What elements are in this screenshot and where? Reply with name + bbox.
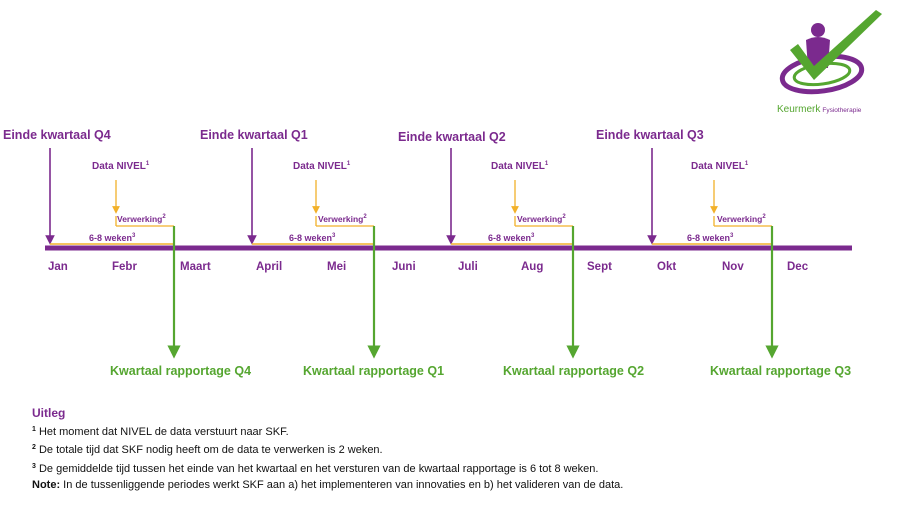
quarter-end-label-q1: Einde kwartaal Q1 xyxy=(200,128,308,142)
logo-brand: Keurmerk xyxy=(777,104,821,115)
month-aug: Aug xyxy=(521,261,544,273)
quarter-end-label-q3: Einde kwartaal Q3 xyxy=(596,128,704,142)
weeks-label-q4: 6-8 weken3 xyxy=(89,233,136,243)
legend-item-1: 1 Het moment dat NIVEL de data verstuurt… xyxy=(32,425,289,438)
legend-item-3: 3 De gemiddelde tijd tussen het einde va… xyxy=(32,462,599,475)
month-mei: Mei xyxy=(327,261,347,273)
quarter-end-label-q2: Einde kwartaal Q2 xyxy=(398,130,506,144)
nivel-label-q2: Data NIVEL1 xyxy=(491,161,549,172)
month-april: April xyxy=(256,261,283,273)
legend-title: Uitleg xyxy=(32,406,66,420)
month-juni: Juni xyxy=(392,261,416,273)
legend-note: Note: In de tussenliggende periodes werk… xyxy=(32,479,624,491)
month-juli: Juli xyxy=(458,261,478,273)
report-label-q4: Kwartaal rapportage Q4 xyxy=(110,364,252,378)
processing-label-q3: Verwerking2 xyxy=(717,214,766,224)
legend: Uitleg 1 Het moment dat NIVEL de data ve… xyxy=(32,405,623,494)
month-okt: Okt xyxy=(657,261,677,273)
nivel-label-q1: Data NIVEL1 xyxy=(293,161,351,172)
month-sept: Sept xyxy=(587,261,612,273)
report-label-q3: Kwartaal rapportage Q3 xyxy=(710,364,852,378)
weeks-label-q3: 6-8 weken3 xyxy=(687,233,734,243)
logo-subtitle: Fysiotherapie xyxy=(822,107,862,114)
logo-figure-head xyxy=(811,23,825,37)
nivel-label-q4: Data NIVEL1 xyxy=(92,161,150,172)
weeks-label-q2: 6-8 weken3 xyxy=(488,233,535,243)
month-dec: Dec xyxy=(787,261,809,273)
processing-label-q1: Verwerking2 xyxy=(318,214,367,224)
month-nov: Nov xyxy=(722,261,744,273)
report-label-q1: Kwartaal rapportage Q1 xyxy=(303,364,445,378)
processing-label-q4: Verwerking2 xyxy=(117,214,166,224)
weeks-label-q1: 6-8 weken3 xyxy=(289,233,336,243)
keurmerk-logo xyxy=(779,10,882,95)
month-jan: Jan xyxy=(48,261,68,273)
nivel-label-q3: Data NIVEL1 xyxy=(691,161,749,172)
processing-label-q2: Verwerking2 xyxy=(517,214,566,224)
month-febr: Febr xyxy=(112,261,137,273)
report-label-q2: Kwartaal rapportage Q2 xyxy=(503,364,645,378)
legend-item-2: 2 De totale tijd dat SKF nodig heeft om … xyxy=(32,444,383,456)
logo-checkmark xyxy=(790,10,882,80)
month-maart: Maart xyxy=(180,261,211,273)
quarter-end-label-q4: Einde kwartaal Q4 xyxy=(3,128,111,142)
